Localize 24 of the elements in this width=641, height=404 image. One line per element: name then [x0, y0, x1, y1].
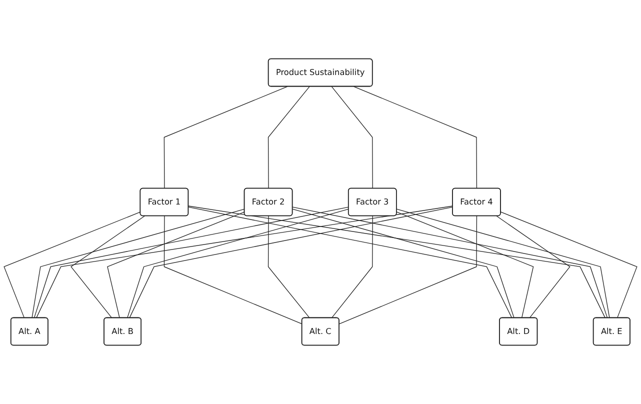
connector — [34, 206, 349, 318]
connector — [32, 208, 245, 318]
connector — [292, 208, 514, 318]
connector — [188, 206, 606, 318]
connector — [396, 212, 534, 318]
connector — [338, 216, 478, 324]
connector — [331, 86, 373, 189]
connector — [268, 86, 310, 189]
connector — [127, 208, 349, 318]
connector — [500, 212, 638, 318]
connector — [4, 212, 141, 318]
connector — [396, 208, 610, 318]
connector — [353, 86, 478, 189]
connector — [268, 216, 310, 318]
connector — [496, 216, 570, 318]
connector — [164, 216, 302, 324]
connector — [129, 206, 454, 318]
connector — [107, 212, 245, 318]
connector — [292, 206, 608, 318]
connector — [70, 216, 145, 318]
connector — [164, 86, 288, 189]
connector — [188, 206, 512, 318]
connector — [331, 216, 373, 318]
connector — [36, 206, 454, 318]
